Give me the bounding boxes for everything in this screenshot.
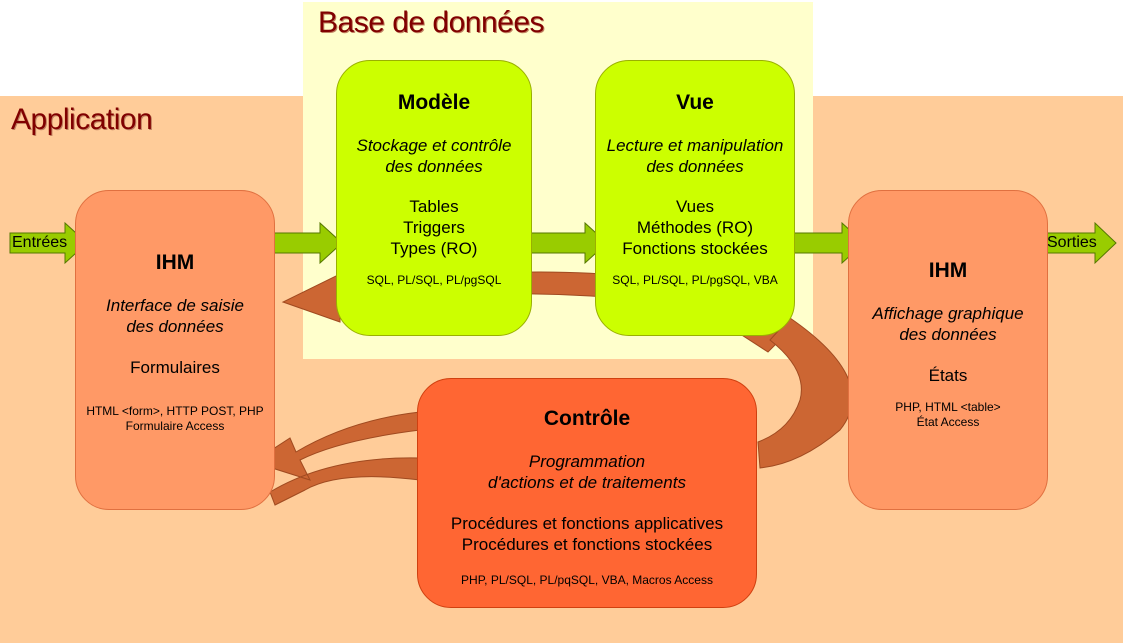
input-label: Entrées [12,234,68,251]
control-tech: PHP, PL/SQL, PL/pqSQL, VBA, Macros Acces… [461,573,713,587]
arrow-ihm-to-model [265,221,343,265]
ihm-output-title: IHM [928,259,968,282]
view-box: Vue Lecture et manipulation des données … [595,60,795,336]
view-item: Fonctions stockées [622,239,768,258]
ihm-input-box: IHM Interface de saisie des données Form… [75,190,275,510]
ihm-input-tech-1: HTML <form>, HTTP POST, PHP [86,404,264,418]
ihm-output-item: États [928,366,968,385]
control-subtitle-2: d'actions et de traitements [488,473,686,492]
view-subtitle-1: Lecture et manipulation [606,136,784,155]
view-item: Vues [675,197,715,216]
view-tech: SQL, PL/SQL, PL/pgSQL, VBA [612,273,778,287]
loop-arrow-lower [757,317,853,469]
application-region-title: Application [11,103,153,136]
control-box: Contrôle Programmation d'actions et de t… [417,378,757,608]
loop-arrow-left [251,411,421,506]
ihm-input-item: Formulaires [130,358,220,377]
model-item: Triggers [403,218,465,237]
control-item: Procédures et fonctions stockées [461,535,713,554]
ihm-input-tech-2: Formulaire Access [125,419,225,433]
model-item: Types (RO) [390,239,478,258]
output-label: Sorties [1047,234,1097,251]
model-item: Tables [409,197,459,216]
database-region-title: Base de données [318,6,545,39]
ihm-output-tech-2: État Access [916,415,980,429]
ihm-output-tech-1: PHP, HTML <table> [895,400,1001,414]
control-title: Contrôle [543,407,631,430]
ihm-input-subtitle-1: Interface de saisie [106,296,244,315]
view-item: Méthodes (RO) [636,218,754,237]
ihm-input-subtitle-2: des données [126,317,224,336]
view-title: Vue [676,91,714,114]
arrow-output [1043,221,1117,265]
control-item: Procédures et fonctions applicatives [450,514,724,533]
control-subtitle-1: Programmation [528,452,646,471]
ihm-output-box: IHM Affichage graphique des données État… [848,190,1048,510]
ihm-output-subtitle-1: Affichage graphique [872,304,1024,323]
ihm-input-title: IHM [155,251,195,274]
model-subtitle-2: des données [385,157,483,176]
flow-arrows [9,221,1117,265]
model-box: Modèle Stockage et contrôle des données … [336,60,532,336]
model-tech: SQL, PL/SQL, PL/pgSQL [366,273,502,287]
model-subtitle-1: Stockage et contrôle [356,136,512,155]
ihm-output-subtitle-2: des données [899,325,997,344]
view-subtitle-2: des données [646,157,744,176]
model-title: Modèle [397,91,471,114]
